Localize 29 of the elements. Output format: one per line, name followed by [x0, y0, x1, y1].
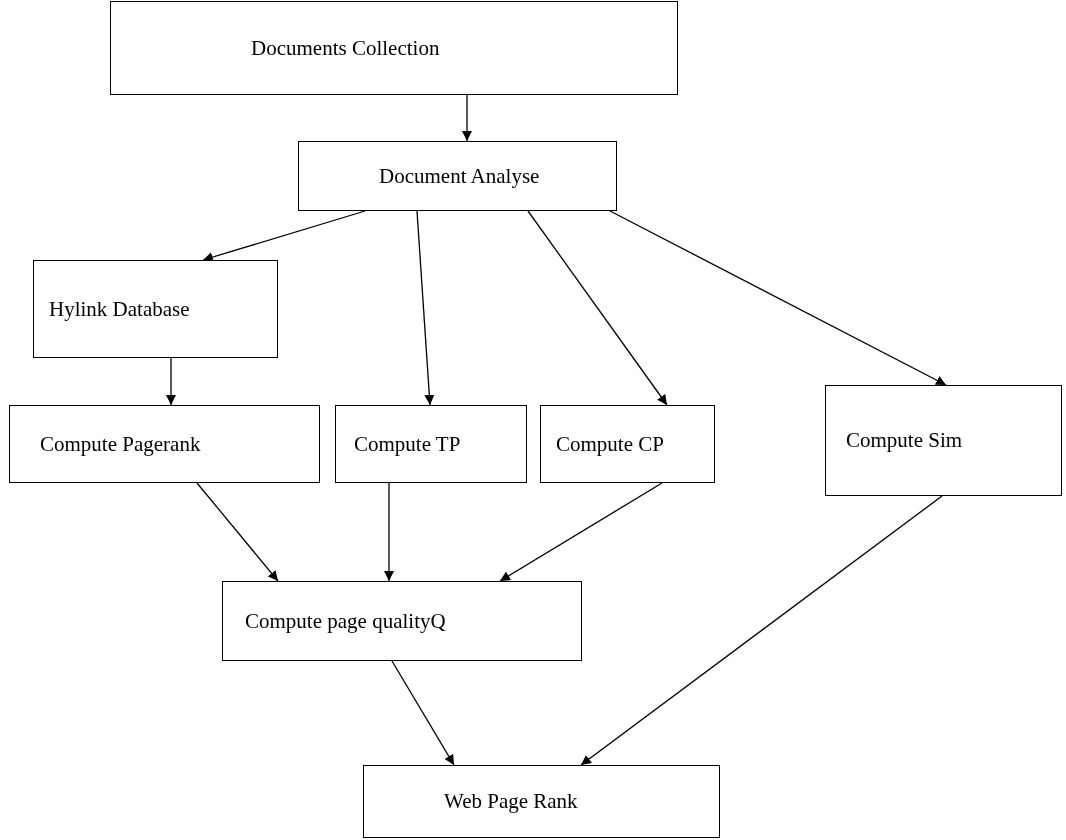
process-box	[110, 1, 678, 95]
process-box	[825, 385, 1062, 496]
arrow	[196, 482, 279, 582]
process-box	[33, 260, 278, 358]
box-label: Document Analyse	[379, 162, 541, 190]
box-label: Documents Collection	[251, 34, 441, 62]
arrow	[527, 210, 668, 406]
arrow	[462, 94, 472, 142]
arrow	[499, 482, 663, 582]
arrow	[391, 660, 455, 766]
arrow	[609, 210, 947, 386]
box-label: Compute page qualityQ	[245, 607, 447, 635]
arrow	[580, 495, 943, 766]
arrow	[384, 482, 394, 582]
box-label: Compute TP	[354, 430, 462, 458]
process-box	[540, 405, 715, 483]
box-label: Web Page Rank	[444, 788, 579, 815]
process-box	[222, 581, 582, 661]
box-label: Compute Pagerank	[40, 430, 202, 458]
arrow	[166, 357, 176, 406]
box-label: Compute Sim	[846, 427, 964, 454]
process-box	[363, 765, 720, 838]
box-label: Hylink Database	[49, 295, 191, 323]
process-box	[9, 405, 320, 483]
arrow	[202, 210, 366, 262]
box-label: Compute CP	[556, 430, 665, 458]
arrow	[416, 210, 435, 406]
process-box	[335, 405, 527, 483]
process-box	[298, 141, 617, 211]
